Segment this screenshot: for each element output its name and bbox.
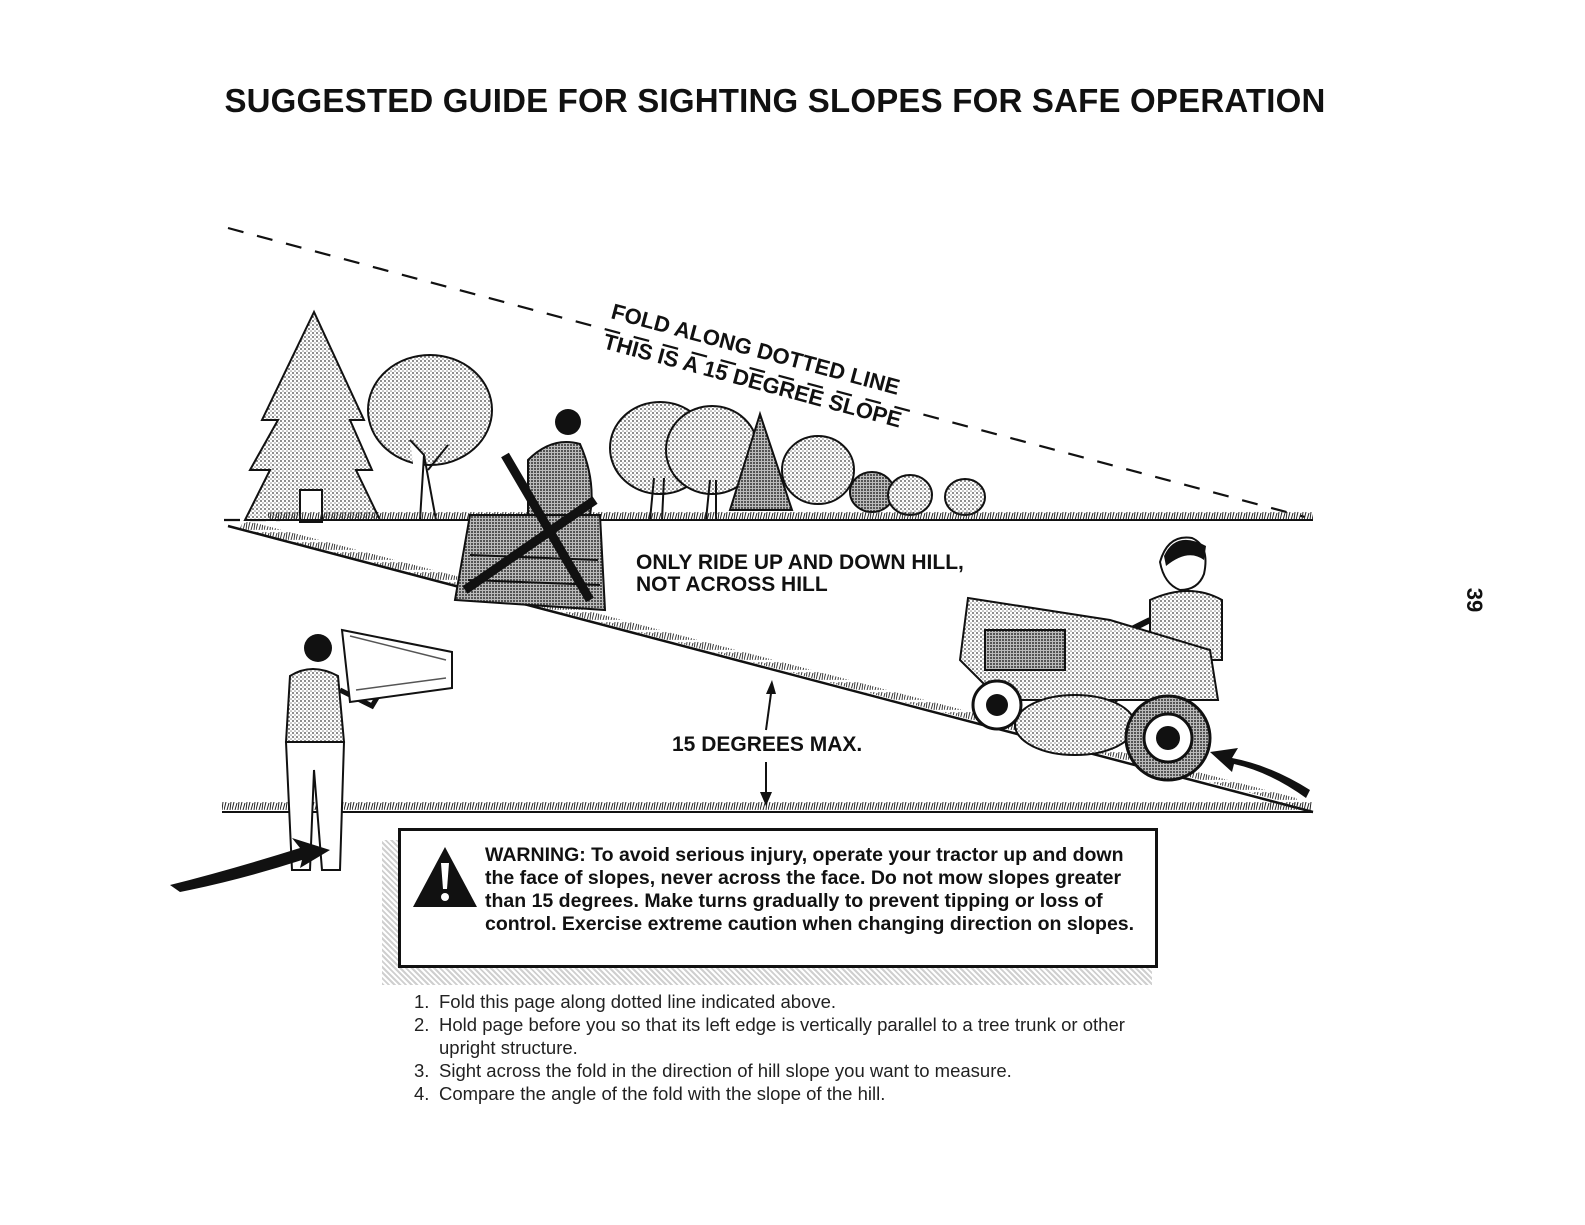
warning-box: WARNING: To avoid serious injury, operat…	[398, 828, 1158, 968]
instruction-text: Hold page before you so that its left ed…	[439, 1014, 1125, 1058]
instruction-number: 1.	[414, 990, 429, 1013]
warning-triangle-icon	[411, 845, 479, 909]
instruction-text: Compare the angle of the fold with the s…	[439, 1083, 885, 1104]
pine-tree-left	[245, 312, 380, 520]
max-degrees-label: 15 DEGREES MAX.	[672, 733, 862, 757]
page-number: 39	[1454, 580, 1494, 620]
instruction-item: 4. Compare the angle of the fold with the…	[414, 1082, 1174, 1105]
horizon-grass	[268, 510, 1313, 520]
instruction-item: 3. Sight across the fold in the direction…	[414, 1059, 1174, 1082]
folded-page-icon	[342, 630, 452, 702]
ride-note: ONLY RIDE UP AND DOWN HILL, NOT ACROSS H…	[636, 552, 1056, 596]
instruction-item: 2. Hold page before you so that its left …	[414, 1013, 1174, 1059]
instruction-text: Sight across the fold in the direction o…	[439, 1060, 1012, 1081]
round-tree	[368, 355, 492, 465]
warning-text: WARNING: To avoid serious injury, operat…	[485, 844, 1145, 936]
instruction-item: 1. Fold this page along dotted line indic…	[414, 990, 1174, 1013]
instruction-number: 4.	[414, 1082, 429, 1105]
instruction-number: 3.	[414, 1059, 429, 1082]
instruction-list: 1. Fold this page along dotted line indic…	[414, 990, 1174, 1105]
instruction-text: Fold this page along dotted line indicat…	[439, 991, 836, 1012]
instruction-number: 2.	[414, 1013, 429, 1036]
